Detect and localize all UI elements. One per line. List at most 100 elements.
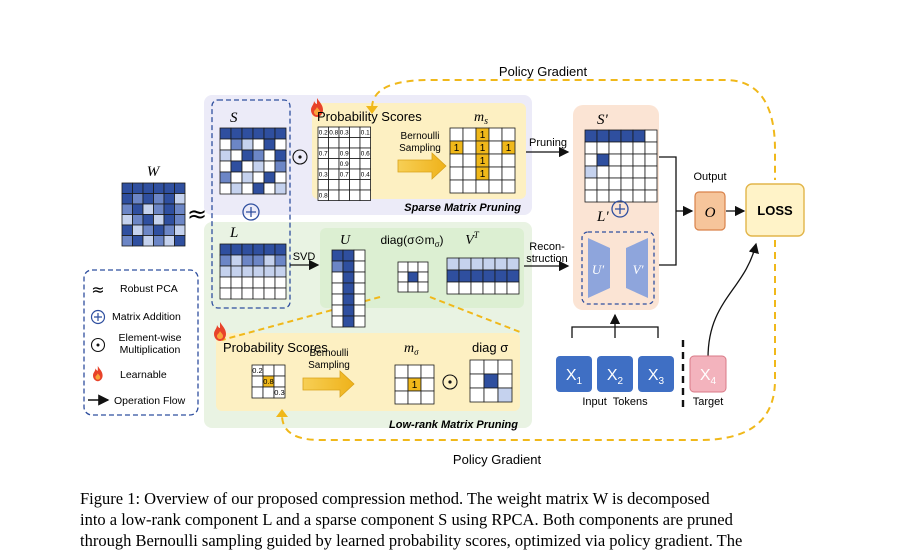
w-label: W xyxy=(147,164,161,180)
rpca-components-box xyxy=(211,99,291,309)
matrix-cell xyxy=(482,257,496,271)
matrix-cell xyxy=(501,166,516,181)
matrix-cell xyxy=(420,390,435,405)
cell-value: 0.6 xyxy=(361,151,370,158)
matrix-cell xyxy=(342,282,355,295)
matrix-cell xyxy=(584,189,598,203)
matrix-cell xyxy=(163,214,175,226)
matrix-cell xyxy=(328,158,340,170)
sparse-bernoulli-2: Sampling xyxy=(399,143,441,154)
matrix-cell xyxy=(596,189,610,203)
matrix-cell xyxy=(584,165,598,179)
matrix-cell xyxy=(274,254,287,267)
matrix-cell xyxy=(132,214,144,226)
lowrank-flame-icon xyxy=(214,322,226,341)
diag-sigma-grid xyxy=(469,359,513,403)
matrix-cell xyxy=(142,235,154,247)
target-token-label: X4 xyxy=(700,367,717,387)
diag-matrix xyxy=(397,261,429,293)
matrix-cell xyxy=(274,287,287,300)
policy-gradient-top-curve xyxy=(371,79,776,180)
pruning-label: Pruning xyxy=(529,137,567,149)
matrix-cell xyxy=(349,137,361,149)
matrix-cell xyxy=(331,271,344,284)
matrix-cell xyxy=(252,287,265,300)
matrix-cell xyxy=(121,235,133,247)
matrix-cell xyxy=(644,189,658,203)
sparse-mask-label: ms xyxy=(474,110,488,127)
matrix-cell xyxy=(469,373,485,389)
matrix-cell xyxy=(132,203,144,215)
matrix-cell xyxy=(174,224,186,236)
target-label: Target xyxy=(693,396,724,408)
matrix-cell xyxy=(458,281,472,295)
reconstruction-label-2: struction xyxy=(526,253,568,265)
legend-plus-icon xyxy=(90,309,106,325)
matrix-cell xyxy=(620,153,634,167)
w-matrix xyxy=(121,182,186,247)
matrix-cell xyxy=(219,276,232,289)
matrix-cell xyxy=(501,127,516,142)
matrix-cell xyxy=(219,149,232,162)
matrix-cell xyxy=(462,127,477,142)
matrix-cell xyxy=(417,271,429,283)
matrix-cell xyxy=(470,281,484,295)
matrix-cell xyxy=(596,165,610,179)
token-label-2: X2 xyxy=(607,367,624,387)
matrix-cell xyxy=(328,179,340,191)
matrix-cell xyxy=(608,165,622,179)
matrix-cell xyxy=(632,153,646,167)
matrix-cell xyxy=(632,141,646,155)
matrix-cell xyxy=(163,193,175,205)
cell-value: 1 xyxy=(480,130,486,141)
matrix-cell xyxy=(219,265,232,278)
cell-value: 1 xyxy=(506,143,512,154)
vt-label: VT xyxy=(465,230,480,248)
sparse-bernoulli-1: Bernoulli xyxy=(401,131,440,142)
policy-gradient-top-arrowhead xyxy=(366,106,378,114)
diag-sigma-label: diag σ xyxy=(472,340,508,355)
lowrank-policy-link xyxy=(221,296,381,341)
matrix-cell xyxy=(608,129,622,143)
cell-value: 0.3 xyxy=(340,130,349,137)
matrix-cell xyxy=(328,137,340,149)
matrix-cell xyxy=(353,315,366,328)
cell-value: 0.8 xyxy=(329,130,338,137)
s-label: S xyxy=(230,110,238,126)
cell-value: 0.3 xyxy=(274,388,284,397)
matrix-cell xyxy=(331,282,344,295)
v-prime-label: V' xyxy=(633,262,644,277)
matrix-cell xyxy=(241,127,254,140)
matrix-cell xyxy=(608,177,622,191)
policy-gradient-bottom-arrowhead xyxy=(276,409,288,417)
target-to-loss-arrow xyxy=(707,242,759,359)
token-label-1: X1 xyxy=(566,367,583,387)
lowrank-section-title: Low-rank Matrix Pruning xyxy=(389,419,518,431)
matrix-cell xyxy=(397,281,409,293)
sparse-flame-icon xyxy=(311,98,323,117)
matrix-cell xyxy=(328,168,340,180)
cell-value: 0.9 xyxy=(340,161,349,168)
caption-line-2: into a low-rank component L and a sparse… xyxy=(80,510,733,529)
matrix-cell xyxy=(252,182,265,195)
matrix-cell xyxy=(241,138,254,151)
matrix-cell xyxy=(274,160,287,173)
matrix-cell xyxy=(353,282,366,295)
matrix-cell xyxy=(632,177,646,191)
matrix-cell xyxy=(153,203,165,215)
cell-value: 1 xyxy=(480,156,486,167)
matrix-cell xyxy=(475,179,490,194)
matrix-cell xyxy=(153,193,165,205)
matrix-cell xyxy=(353,271,366,284)
matrix-cell xyxy=(263,182,276,195)
cell-value: 0.2 xyxy=(252,366,262,375)
matrix-cell xyxy=(230,265,243,278)
matrix-cell xyxy=(132,182,144,194)
legend-matrix-addition: Matrix Addition xyxy=(112,311,181,323)
matrix-cell xyxy=(497,387,513,403)
matrix-cell xyxy=(328,147,340,159)
matrix-cell xyxy=(252,127,265,140)
matrix-cell xyxy=(331,293,344,306)
